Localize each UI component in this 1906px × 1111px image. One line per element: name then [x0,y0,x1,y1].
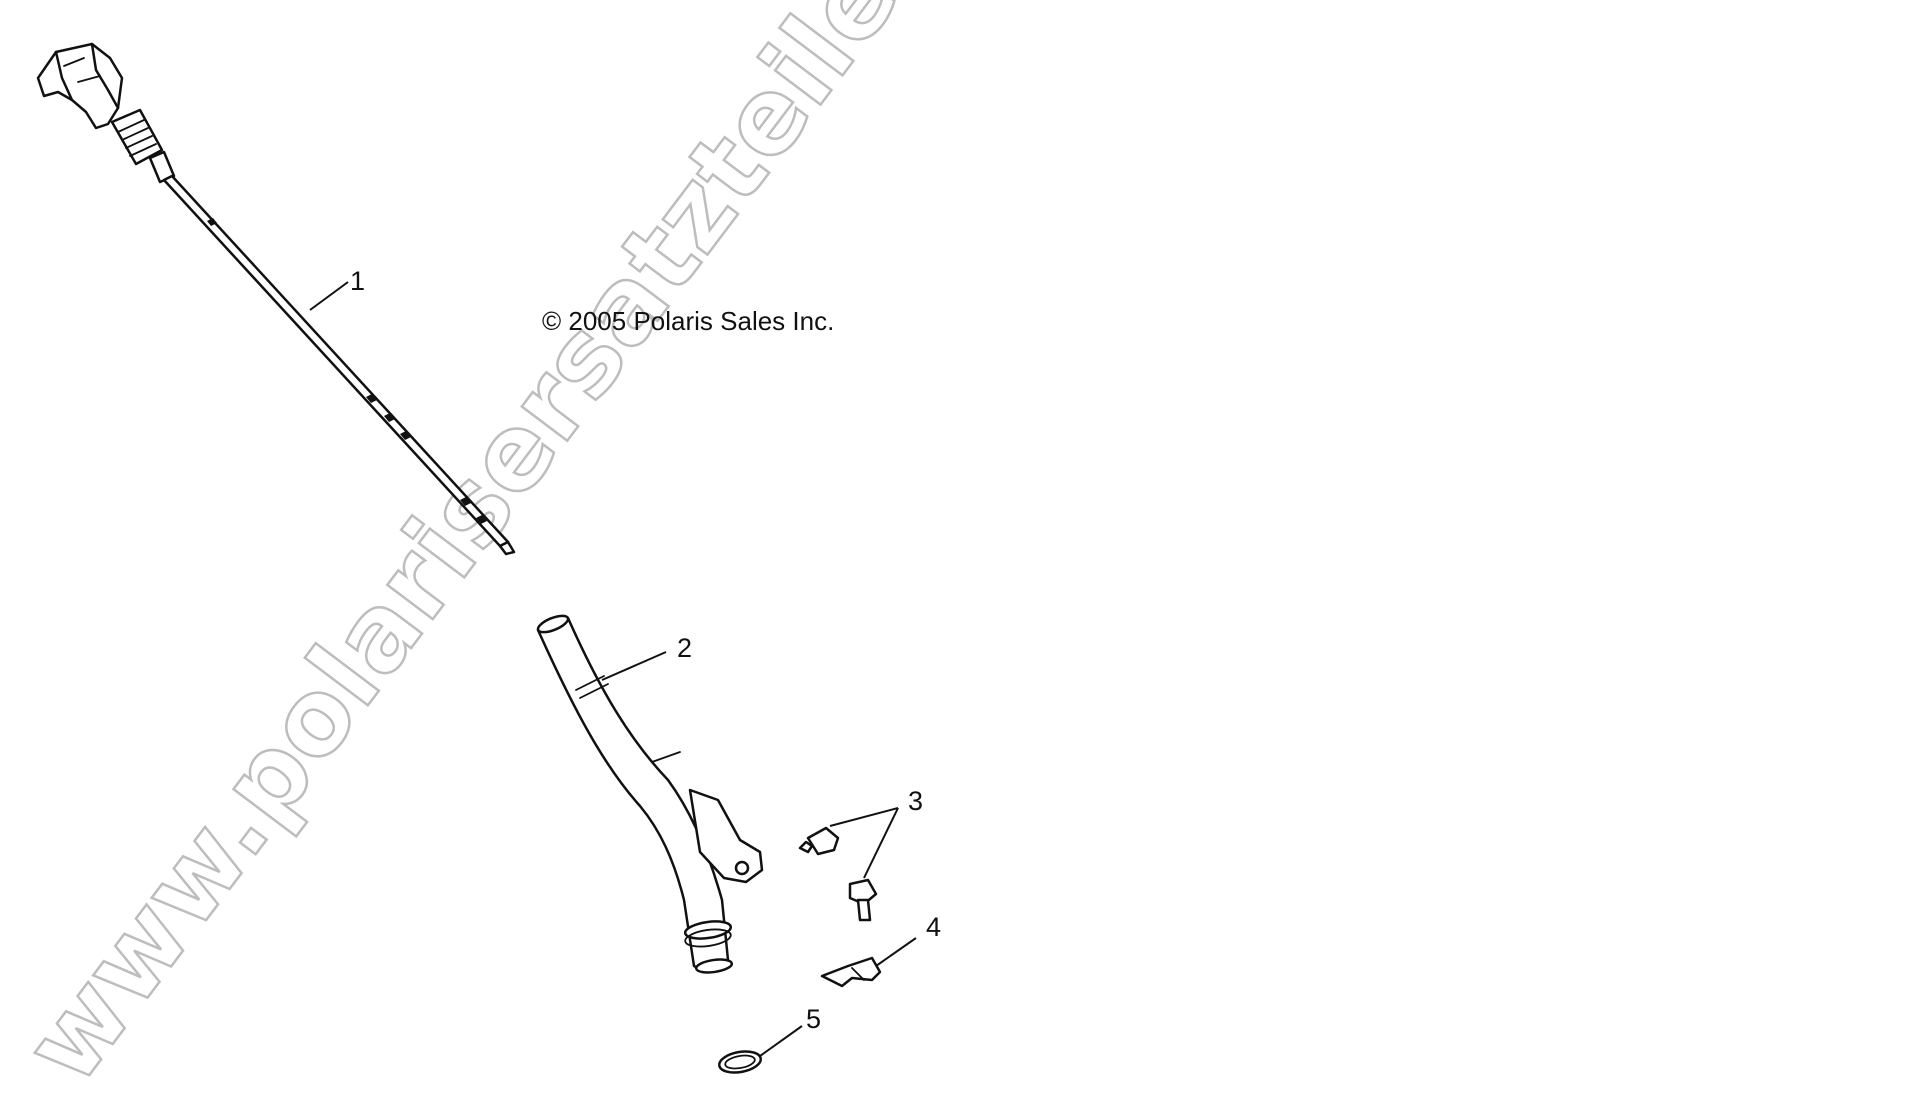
part-3-bolts [798,826,878,922]
part-2-dipstick-tube [536,614,764,974]
part-5-o-ring [717,1050,763,1074]
leader-line-1 [309,281,349,311]
callout-4: 4 [926,912,941,942]
leader-line-3a [829,807,899,827]
part-4-clip [820,956,882,988]
copyright-text: © 2005 Polaris Sales Inc. [542,306,834,336]
leader-line-2 [601,651,667,681]
callout-5: 5 [806,1004,821,1034]
leader-line-3b [863,807,899,879]
part-1-dipstick [36,42,516,556]
callout-2: 2 [677,633,692,663]
leader-line-5 [759,1025,803,1057]
leader-line-4 [875,937,917,967]
callout-1: 1 [350,266,365,296]
callout-3: 3 [908,786,923,816]
